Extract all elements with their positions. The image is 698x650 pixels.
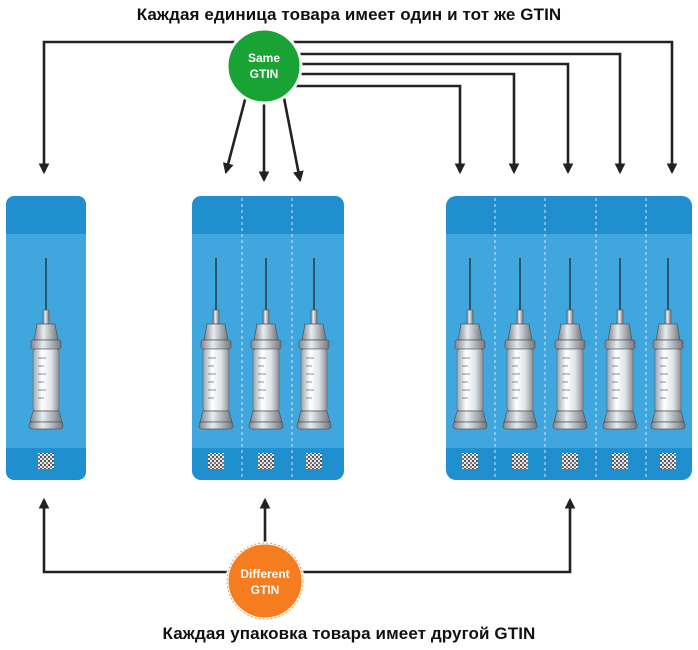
same-gtin-label-1: Same — [248, 51, 280, 65]
barcode-icon — [258, 453, 274, 469]
different-gtin-badge: Different GTIN — [225, 541, 305, 621]
barcode-icon — [612, 453, 628, 469]
same-gtin-badge: Same GTIN — [225, 27, 303, 105]
different-gtin-label-2: GTIN — [251, 583, 280, 597]
bottom-caption: Каждая упаковка товара имеет другой GTIN — [162, 624, 536, 643]
barcode-icon — [306, 453, 322, 469]
barcode-icon — [38, 453, 54, 469]
barcode-icon — [208, 453, 224, 469]
single-pack — [6, 196, 86, 480]
barcode-icon — [562, 453, 578, 469]
barcode-icon — [660, 453, 676, 469]
different-gtin-arrows — [38, 497, 576, 574]
barcode-icon — [512, 453, 528, 469]
barcode-icon — [462, 453, 478, 469]
same-gtin-arrows — [38, 40, 678, 183]
same-gtin-label-2: GTIN — [250, 67, 279, 81]
five-pack — [446, 196, 692, 480]
different-gtin-label-1: Different — [240, 567, 289, 581]
top-caption: Каждая единица товара имеет один и тот ж… — [136, 5, 562, 24]
three-pack — [192, 196, 344, 480]
